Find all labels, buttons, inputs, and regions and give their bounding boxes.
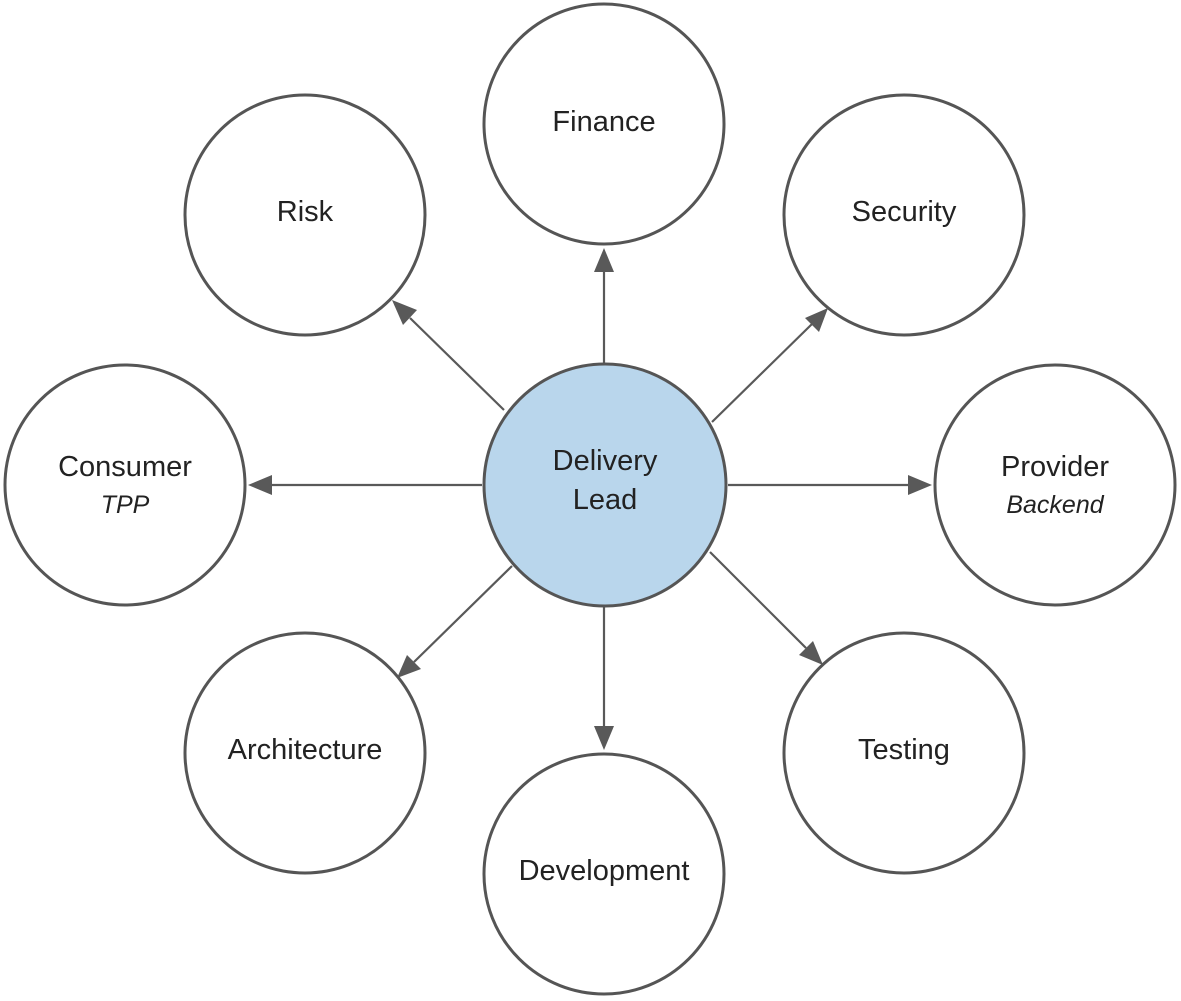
risk-circle: [183, 93, 427, 337]
arrowheads: [248, 248, 932, 750]
finance-circle: [482, 2, 726, 246]
finance-label: Finance: [552, 106, 655, 138]
risk-label: Risk: [277, 196, 334, 228]
arrowhead-risk: [392, 300, 417, 325]
node-delivery-lead: Delivery Lead: [482, 362, 728, 608]
edge-hub-to-architecture: [413, 565, 513, 663]
testing-label: Testing: [858, 734, 950, 766]
arrowhead-provider: [908, 475, 932, 495]
development-label: Development: [519, 855, 690, 887]
provider-label: Provider: [1001, 451, 1109, 483]
arrowhead-consumer: [248, 475, 272, 495]
edge-hub-to-testing: [709, 551, 807, 649]
provider-circle: [933, 363, 1177, 607]
node-finance: Finance: [482, 2, 726, 246]
node-security: Security: [782, 93, 1026, 337]
security-label: Security: [852, 196, 957, 228]
development-circle: [482, 752, 726, 996]
node-development: Development: [482, 752, 726, 996]
consumer-sublabel: TPP: [101, 491, 150, 519]
arrowhead-finance: [594, 248, 614, 272]
delivery-lead-label-line2: Lead: [573, 484, 638, 516]
edge-hub-to-security: [711, 323, 813, 423]
node-provider: Provider Backend: [933, 363, 1177, 607]
node-risk: Risk: [183, 93, 427, 337]
connectors: [272, 272, 908, 726]
node-consumer: Consumer TPP: [3, 363, 247, 607]
delivery-lead-label-line1: Delivery: [553, 445, 658, 477]
architecture-label: Architecture: [228, 734, 383, 766]
security-circle: [782, 93, 1026, 337]
provider-sublabel: Backend: [1006, 491, 1104, 519]
arrowhead-security: [805, 308, 828, 332]
edge-hub-to-risk: [409, 317, 505, 411]
architecture-circle: [183, 631, 427, 875]
delivery-lead-circle: [482, 362, 728, 608]
arrowhead-architecture: [397, 655, 421, 678]
node-testing: Testing: [782, 631, 1026, 875]
consumer-label: Consumer: [58, 451, 192, 483]
arrowhead-development: [594, 726, 614, 750]
testing-circle: [782, 631, 1026, 875]
node-architecture: Architecture: [183, 631, 427, 875]
consumer-circle: [3, 363, 247, 607]
arrowhead-testing: [799, 641, 823, 665]
